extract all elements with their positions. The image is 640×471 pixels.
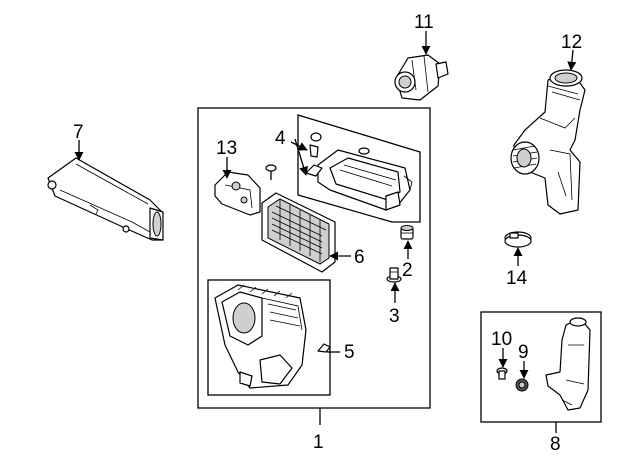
callout-1: 1 <box>313 432 324 453</box>
group-box-1 <box>197 107 431 409</box>
pin-clip-part <box>496 367 508 380</box>
callout-12: 12 <box>561 32 582 53</box>
callout-3: 3 <box>389 306 400 327</box>
small-grommet-part <box>515 378 529 392</box>
callout-10: 10 <box>491 329 512 350</box>
callout-2: 2 <box>402 260 413 281</box>
leader-lines <box>74 31 577 433</box>
callout-7: 7 <box>73 122 84 143</box>
air-filter-element-part <box>261 192 336 273</box>
intake-tube-part <box>510 69 586 215</box>
lower-housing-part <box>214 284 307 389</box>
sensor-adapter-part <box>394 54 449 101</box>
callout-9: 9 <box>518 342 529 363</box>
bolt-part <box>386 267 402 283</box>
callout-11: 11 <box>414 12 434 33</box>
pin-part <box>265 164 277 180</box>
group-box-8 <box>480 311 602 423</box>
resonator-part <box>545 317 591 411</box>
callout-13: 13 <box>216 138 237 159</box>
callout-14: 14 <box>506 268 528 289</box>
hose-clamp-part <box>504 231 532 248</box>
bracket-part <box>214 171 261 216</box>
clip-part <box>317 343 331 353</box>
group-box-4 <box>297 114 421 223</box>
upper-cover-part <box>305 132 413 211</box>
callout-8: 8 <box>550 434 561 455</box>
group-box-5 <box>207 279 331 396</box>
inlet-duct-part <box>47 157 164 241</box>
grommet-part <box>400 225 414 240</box>
callout-5: 5 <box>344 342 355 363</box>
callout-6: 6 <box>354 247 365 268</box>
callout-4: 4 <box>275 128 286 149</box>
